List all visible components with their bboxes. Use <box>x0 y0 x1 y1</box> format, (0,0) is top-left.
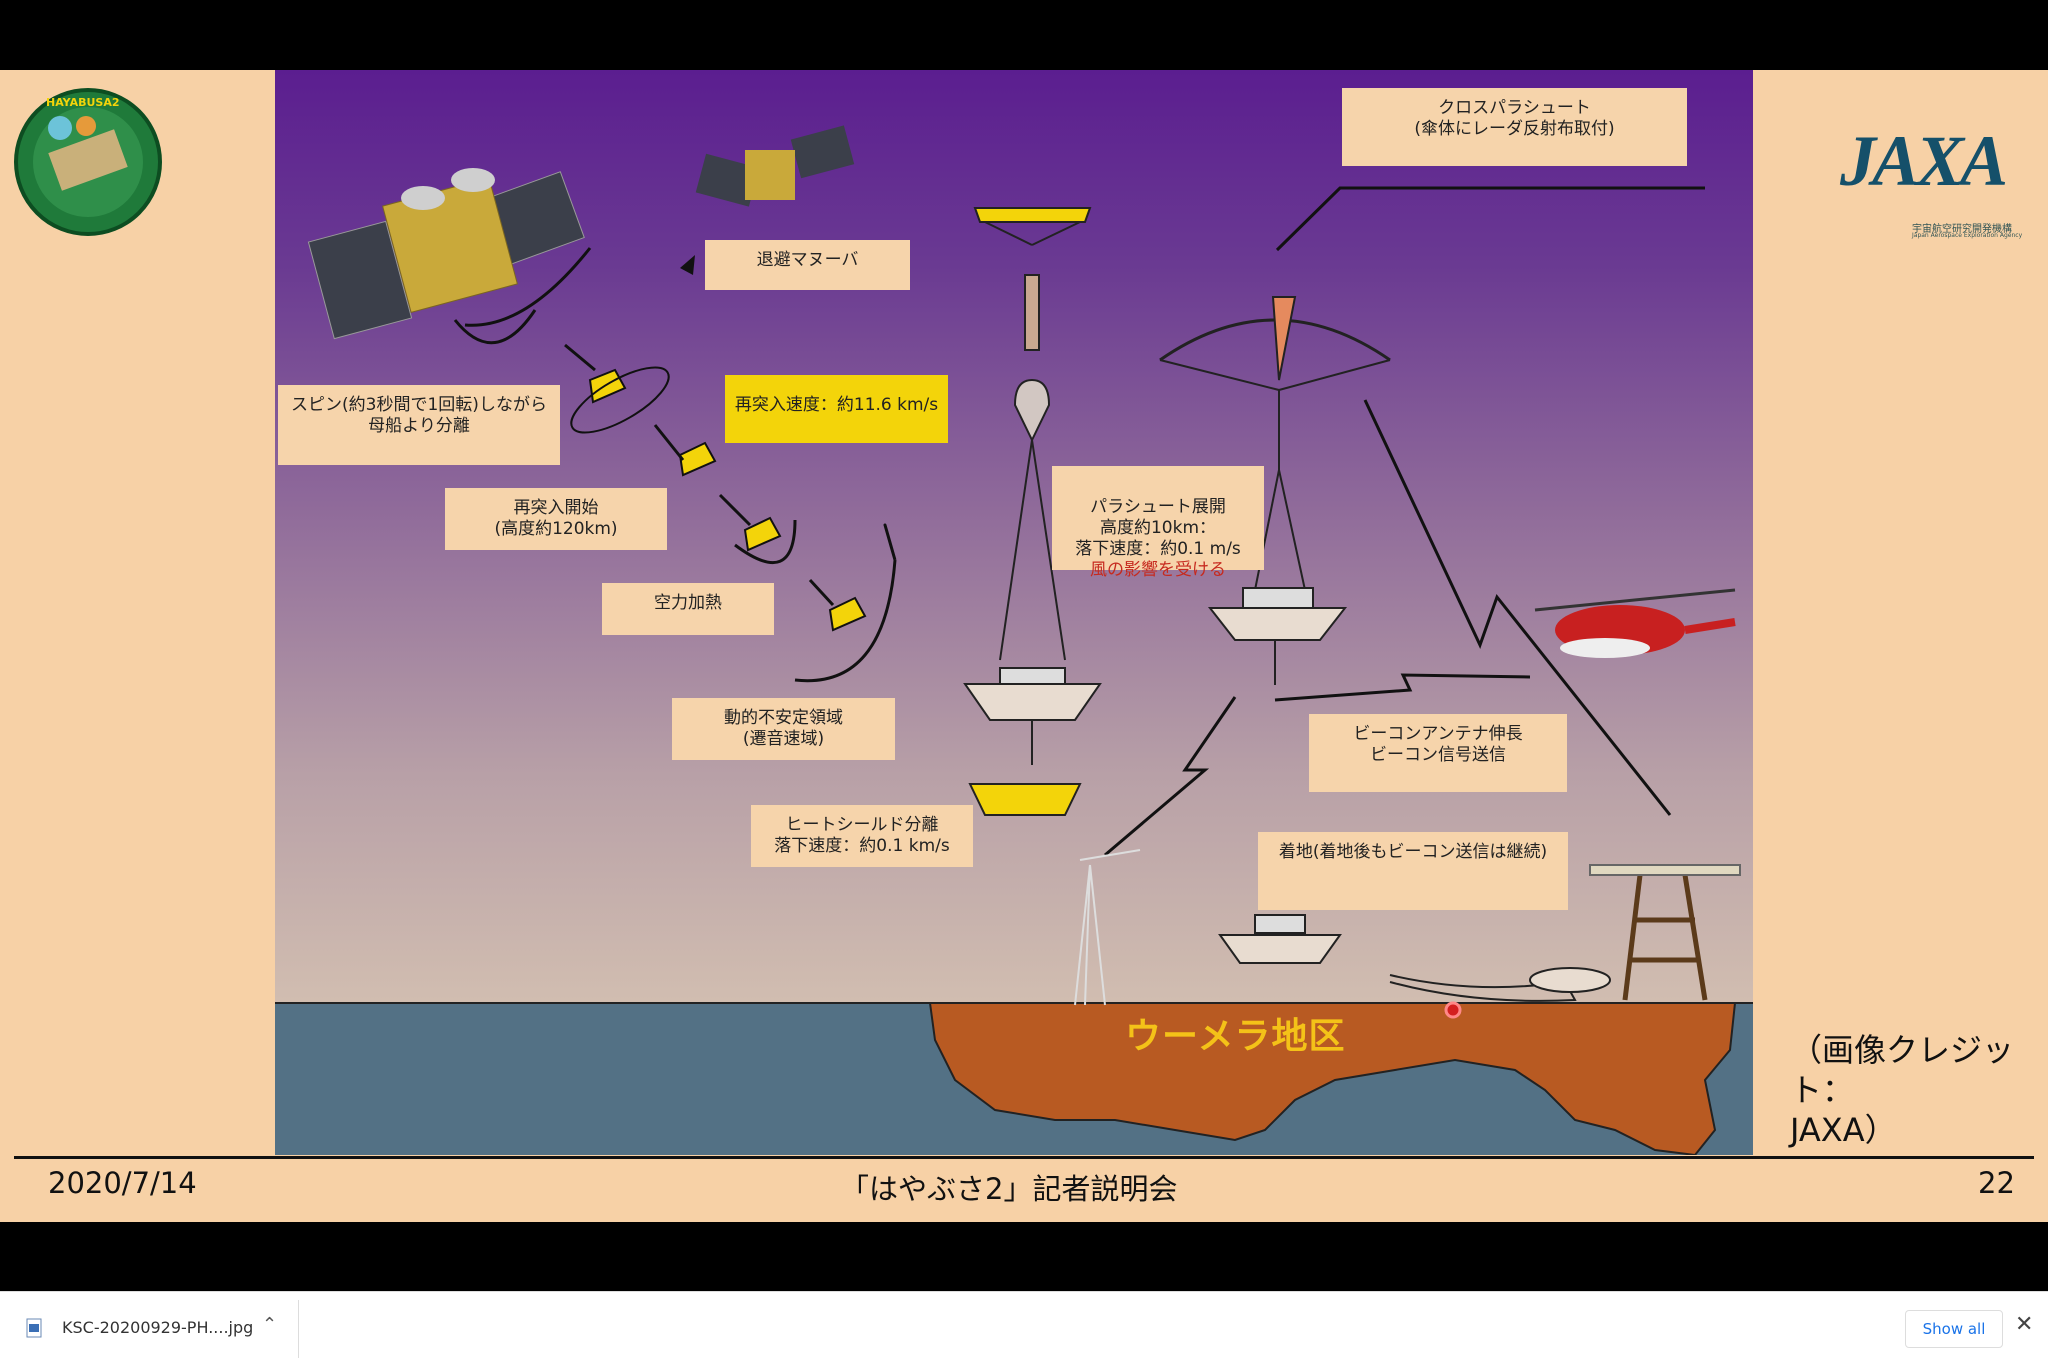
helicopter-illustration <box>1534 588 1736 658</box>
label-beacon-antenna: ビーコンアンテナ伸長 ビーコン信号送信 <box>1309 714 1567 792</box>
download-file-name[interactable]: KSC-20200929-PH....jpg <box>62 1318 254 1337</box>
label-parachute-warning: 風の影響を受ける <box>1090 560 1226 580</box>
download-bar-separator <box>298 1300 299 1358</box>
label-landing: 着地(着地後もビーコン送信は継続) <box>1258 832 1568 910</box>
jaxa-logo-jp: 宇宙航空研究開発機構 <box>1912 224 2012 235</box>
footer-divider <box>14 1156 2034 1159</box>
label-parachute-deploy-text: パラシュート展開 高度約10km： 落下速度：約0.1 m/s <box>1075 497 1241 559</box>
woomera-region-label: ウーメラ地区 <box>1125 1016 1346 1057</box>
label-parachute-deploy: パラシュート展開 高度約10km： 落下速度：約0.1 m/s 風の影響を受ける <box>1052 466 1264 580</box>
footer-page-number: 22 <box>1978 1166 2015 1200</box>
presentation-slide: HAYABUSA2 JAXA 宇宙航空研究開発機構 Japan Aerospac… <box>0 70 2048 1222</box>
label-dynamic-instability: 動的不安定領域 (遷音速域) <box>672 698 895 760</box>
label-aero-heating: 空力加熱 <box>602 583 774 635</box>
label-avoidance-maneuver: 退避マヌーバ <box>705 240 910 290</box>
label-reentry-start: 再突入開始 (高度約120km) <box>445 488 667 550</box>
image-file-icon <box>26 1318 42 1338</box>
footer-title: 「はやぶさ2」記者説明会 <box>840 1172 1178 1206</box>
reentry-diagram: スピン(約3秒間で1回転)しながら 母船より分離 退避マヌーバ 再突入速度：約1… <box>275 70 1753 1155</box>
badge-text: HAYABUSA2 <box>46 96 120 109</box>
show-all-button[interactable]: Show all <box>1905 1310 2003 1348</box>
hayabusa2-mission-badge: HAYABUSA2 <box>8 88 168 236</box>
radar-tower-illustration <box>1589 864 1741 1001</box>
chevron-up-icon[interactable]: ⌃ <box>262 1314 278 1335</box>
label-separation: スピン(約3秒間で1回転)しながら 母船より分離 <box>278 385 560 465</box>
diagram-graphics <box>275 125 1753 1155</box>
jaxa-logo-en: Japan Aerospace Exploration Agency <box>1912 232 2023 239</box>
download-bar: KSC-20200929-PH....jpg ⌃ Show all ✕ <box>0 1291 2048 1366</box>
close-icon[interactable]: ✕ <box>2015 1312 2034 1337</box>
image-credit: （画像クレジット： JAXA） <box>1790 1031 2015 1149</box>
jaxa-logo: JAXA 宇宙航空研究開発機構 Japan Aerospace Explorat… <box>1800 100 2030 240</box>
hayabusa2-spacecraft-small-illustration <box>695 125 855 207</box>
label-cross-parachute: クロスパラシュート (傘体にレーダ反射布取付) <box>1342 88 1687 166</box>
hayabusa2-spacecraft-illustration <box>307 168 585 340</box>
footer-date: 2020/7/14 <box>48 1166 197 1200</box>
label-heat-shield-separation: ヒートシールド分離 落下速度：約0.1 km/s <box>751 805 973 867</box>
receiving-antenna-illustration <box>1074 849 1141 1006</box>
label-reentry-speed: 再突入速度：約11.6 km/s <box>725 375 948 443</box>
jaxa-logo-word: JAXA <box>1840 121 2008 201</box>
